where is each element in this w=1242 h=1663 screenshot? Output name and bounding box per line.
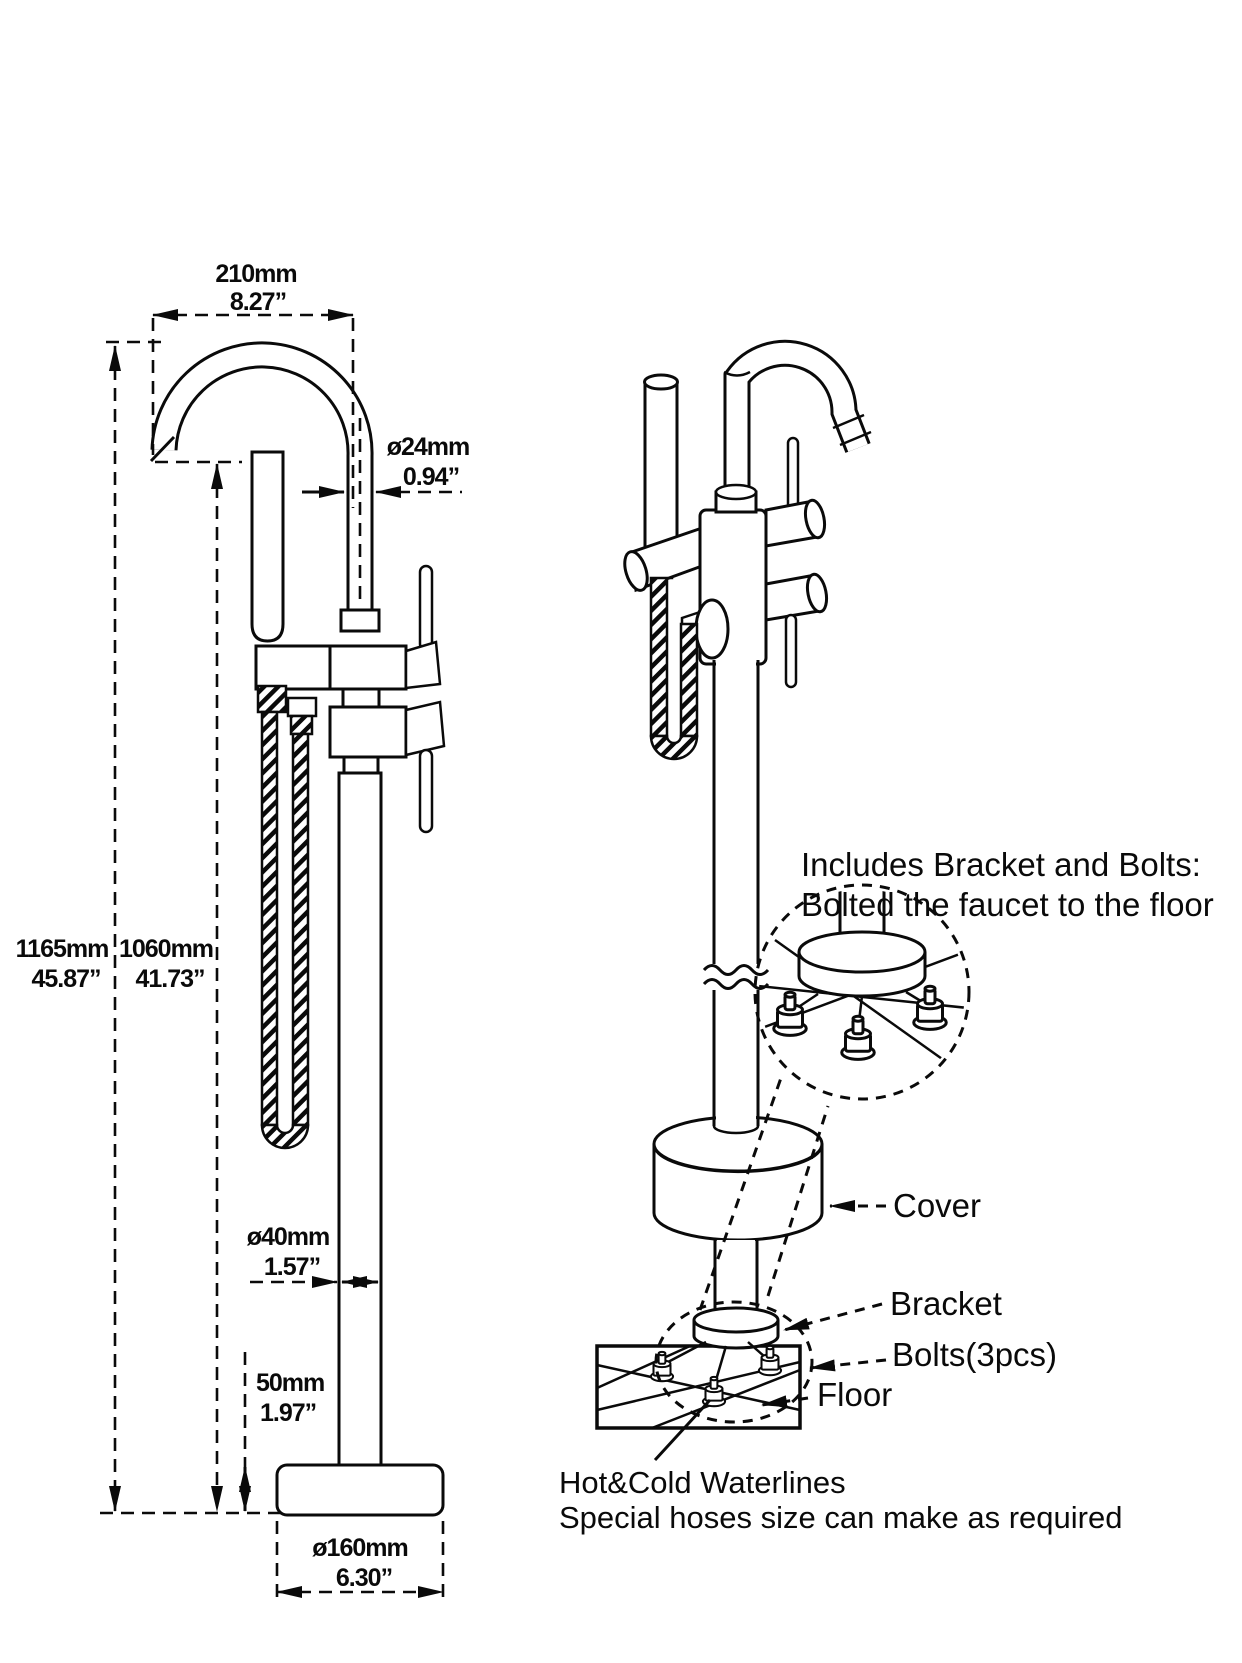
waterlines-note-line2: Special hoses size can make as required bbox=[559, 1500, 1122, 1535]
dim-pipe-diameter: ø24mm 0.94” bbox=[302, 433, 470, 498]
dim-base-height-mm: 50mm bbox=[256, 1369, 324, 1397]
dim-base-diameter-mm: ø160mm bbox=[312, 1534, 407, 1562]
waterlines-note-line1: Hot&Cold Waterlines bbox=[559, 1465, 846, 1500]
riser-pipe-3d bbox=[702, 660, 770, 1135]
dim-column-diameter-inch: 1.57” bbox=[264, 1253, 320, 1281]
dim-overall-height-inch: 45.87” bbox=[31, 965, 100, 993]
dim-spout-reach: 210mm 8.27” bbox=[151, 260, 355, 508]
shower-hose-3d bbox=[649, 576, 699, 761]
callout-floor: Floor bbox=[817, 1376, 892, 1413]
dim-base-height: 50mm 1.97” bbox=[239, 1352, 325, 1512]
dim-spout-reach-inch: 8.27” bbox=[230, 288, 286, 316]
dim-outlet-height-mm: 1060mm bbox=[119, 935, 213, 963]
bracket-assembly bbox=[649, 1300, 814, 1424]
dim-column-diameter-mm: ø40mm bbox=[247, 1223, 330, 1251]
installation-note-line2: Bolted the faucet to the floor bbox=[801, 886, 1214, 923]
riser-pipe-lower-3d bbox=[713, 1238, 759, 1318]
dim-spout-outlet-height: 1060mm 41.73” bbox=[119, 460, 242, 1512]
dim-column-diameter: ø40mm 1.57” bbox=[247, 1223, 379, 1288]
magnify-cone-right bbox=[766, 1105, 830, 1297]
detail-bolt bbox=[912, 984, 948, 1031]
spout-joint-line bbox=[723, 370, 751, 377]
handle-rod-upper-3d bbox=[786, 436, 800, 512]
dim-spout-reach-mm: 210mm bbox=[215, 260, 296, 288]
shower-hoses bbox=[256, 684, 318, 1150]
detail-circle bbox=[753, 883, 971, 1101]
dim-base-diameter-inch: 6.30” bbox=[336, 1564, 392, 1592]
left-view-front-elevation: 210mm 8.27” ø24mm 0.94” 1165mm 45.87” 10… bbox=[16, 260, 470, 1600]
bracket-detail-magnified bbox=[698, 883, 971, 1311]
hand-shower-wand bbox=[250, 450, 285, 643]
cross-handles bbox=[404, 564, 446, 834]
dim-pipe-diameter-inch: 0.94” bbox=[403, 463, 459, 491]
hose-crimp-left bbox=[256, 684, 288, 714]
dim-base-height-inch: 1.97” bbox=[260, 1399, 316, 1427]
detail-bolt bbox=[840, 1014, 876, 1061]
cover-cap bbox=[652, 1115, 824, 1242]
handle-rod-bottom bbox=[418, 748, 434, 834]
installation-note-line1: Includes Bracket and Bolts: bbox=[801, 846, 1201, 883]
waterlines-leader bbox=[653, 1398, 712, 1462]
floor-base bbox=[275, 1463, 445, 1517]
hose-loop bbox=[260, 1123, 310, 1150]
dim-overall-height: 1165mm 45.87” bbox=[16, 340, 285, 1515]
dim-base-diameter: ø160mm 6.30” bbox=[275, 1521, 445, 1600]
hose-crimp-right bbox=[289, 714, 314, 736]
hose-union-knob bbox=[694, 598, 730, 660]
spout-gooseneck bbox=[149, 341, 381, 633]
valve-body-3d bbox=[623, 436, 829, 689]
callout-cover: Cover bbox=[893, 1187, 981, 1224]
hose-nut bbox=[286, 696, 318, 718]
dim-outlet-height-inch: 41.73” bbox=[135, 965, 204, 993]
dim-pipe-diameter-mm: ø24mm bbox=[387, 433, 470, 461]
handle-grip-top bbox=[404, 640, 442, 690]
riser-column bbox=[337, 771, 383, 1467]
pipe-collar bbox=[339, 608, 381, 633]
right-view-perspective: Includes Bracket and Bolts: Bolted the f… bbox=[559, 339, 1214, 1535]
handle-rod-top bbox=[418, 564, 434, 652]
valve-body bbox=[254, 644, 408, 775]
detail-bolt bbox=[772, 990, 808, 1037]
spout-outlet-cut bbox=[149, 435, 176, 463]
spout-gooseneck-3d bbox=[723, 339, 872, 505]
callout-bolts: Bolts(3pcs) bbox=[892, 1336, 1057, 1373]
handle-grip-bottom bbox=[404, 700, 446, 757]
magnify-cone-left bbox=[698, 1074, 784, 1311]
callout-leaders bbox=[761, 1200, 887, 1408]
pipe-break-wave bbox=[702, 964, 770, 976]
callout-bracket: Bracket bbox=[890, 1285, 1002, 1322]
dim-overall-height-mm: 1165mm bbox=[16, 935, 109, 963]
handle-rod-lower-3d bbox=[784, 613, 798, 689]
